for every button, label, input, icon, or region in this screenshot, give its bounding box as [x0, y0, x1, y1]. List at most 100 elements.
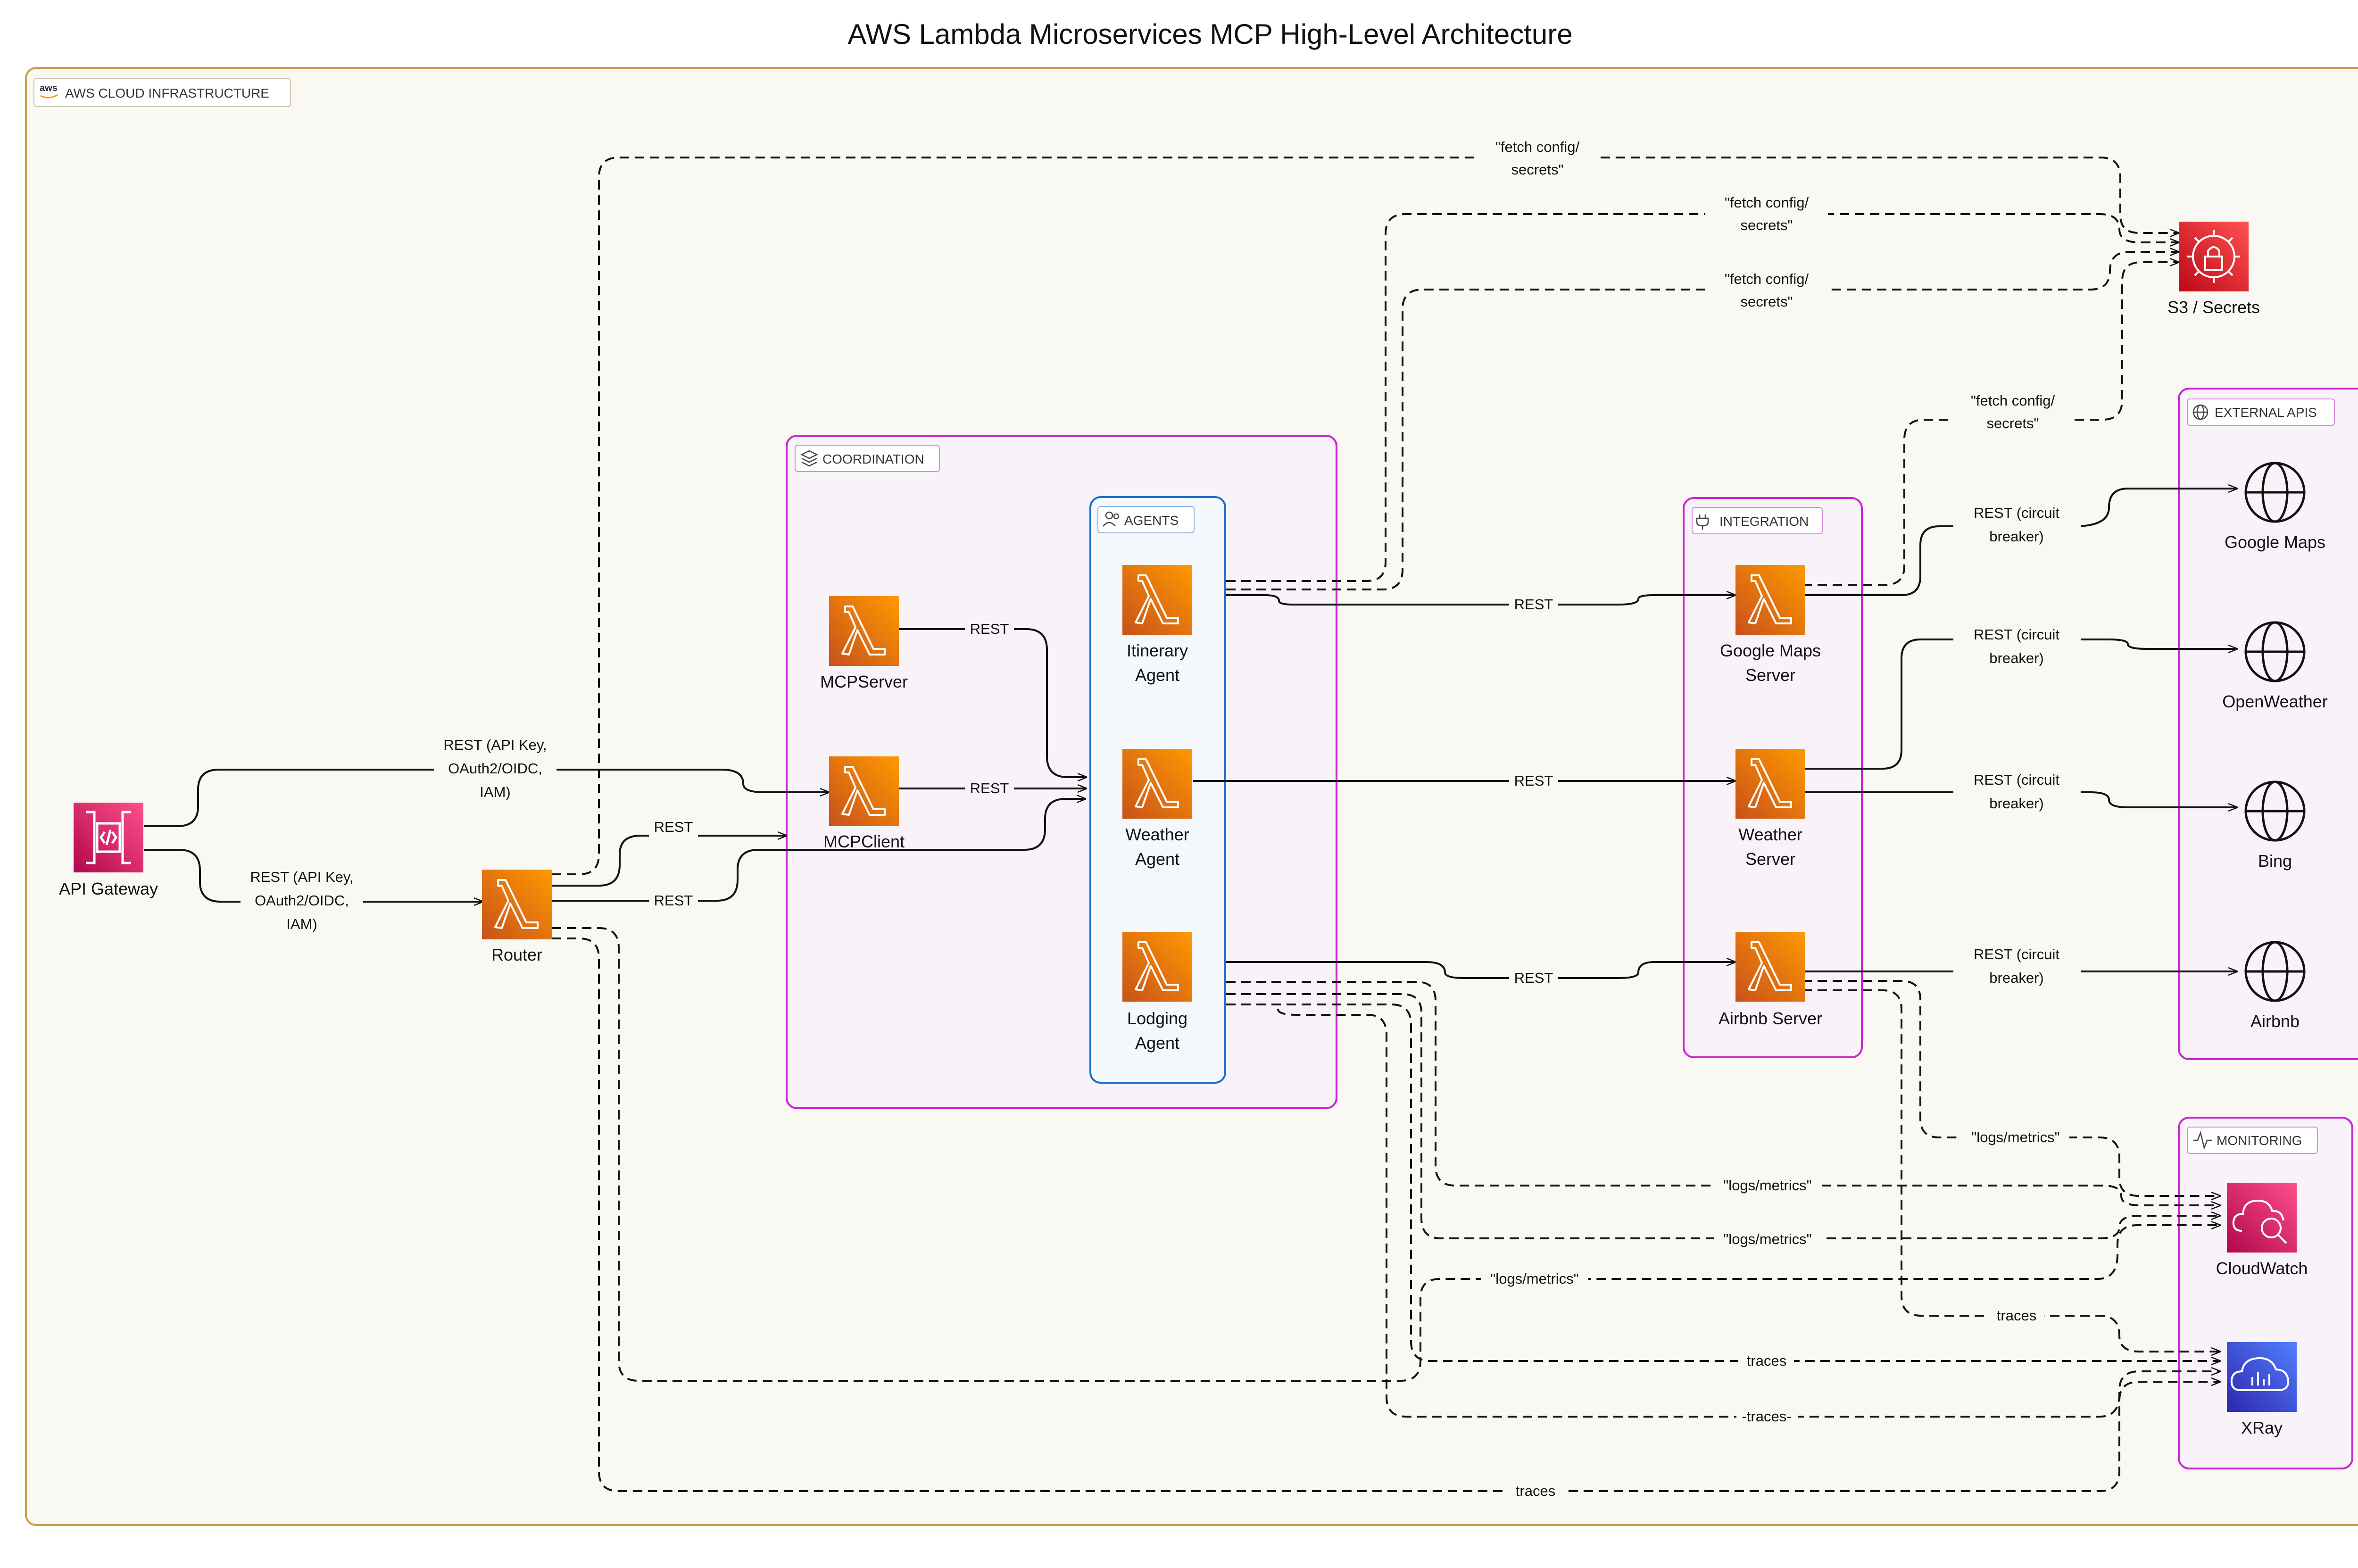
- lambda-icon: [841, 606, 886, 655]
- coordination-label: COORDINATION: [822, 452, 924, 466]
- xray-label: XRay: [2241, 1418, 2283, 1437]
- xray-icon: [2230, 1357, 2290, 1391]
- svg-text:"logs/metrics": "logs/metrics": [1971, 1129, 2059, 1145]
- svg-text:"logs/metrics": "logs/metrics": [1723, 1177, 1811, 1194]
- api-gateway-node[interactable]: API Gateway: [59, 803, 158, 898]
- s3-secrets-node[interactable]: S3 / Secrets: [2167, 222, 2260, 317]
- edge-gmaps-server-to-secrets: [1802, 262, 2179, 586]
- api-gateway-label: API Gateway: [59, 879, 158, 898]
- edge-router-to-xray: [552, 937, 2220, 1492]
- svg-text:REST: REST: [654, 819, 693, 835]
- edge-router-to-weather-agent: [552, 799, 1086, 902]
- secrets-manager-icon: [2187, 230, 2240, 283]
- openweather-node[interactable]: OpenWeather: [2222, 621, 2328, 711]
- globe-icon: [2244, 941, 2306, 1002]
- plug-icon: [1696, 514, 1709, 530]
- svg-text:traces: traces: [1516, 1483, 1555, 1499]
- label-traces-1: traces: [1988, 1306, 2044, 1325]
- svg-text:"fetch config/secrets": "fetch config/secrets": [1971, 392, 2055, 431]
- lambda-icon: [1135, 574, 1179, 624]
- edge-gateway-to-mcpclient: [144, 769, 829, 827]
- edge-lodging-to-xray-2: [1277, 1009, 2220, 1418]
- airbnb-server-node[interactable]: Airbnb Server: [1719, 932, 1822, 1028]
- label-rest-auth-2: REST (API Key,OAuth2/OIDC,IAM): [241, 864, 363, 935]
- svg-text:aws: aws: [40, 83, 58, 93]
- agents-label: AGENTS: [1124, 513, 1179, 528]
- dashed-connectors: [552, 157, 2220, 1492]
- aws-logo-icon: aws: [40, 83, 58, 99]
- globe-icon: [2192, 404, 2209, 420]
- svg-text:"fetch config/secrets": "fetch config/secrets": [1495, 139, 1580, 178]
- label-logs-metrics-2: "logs/metrics": [1714, 1175, 1821, 1196]
- svg-text:"logs/metrics": "logs/metrics": [1490, 1270, 1578, 1287]
- external-apis-group: EXTERNAL APIS: [2178, 388, 2358, 1060]
- label-fetch-config-1: "fetch config/secrets": [1476, 137, 1599, 186]
- edge-itinerary-to-secrets-1: [1226, 213, 2179, 582]
- svg-text:"logs/metrics": "logs/metrics": [1723, 1231, 1811, 1247]
- airbnb-node[interactable]: Airbnb: [2244, 941, 2306, 1031]
- label-rest-router-weather: REST: [649, 891, 698, 910]
- svg-text:REST: REST: [970, 621, 1009, 637]
- edge-gateway-to-router: [144, 849, 483, 902]
- monitoring-label: MONITORING: [2217, 1133, 2302, 1148]
- mcp-client-node[interactable]: MCPClient: [823, 756, 905, 851]
- svg-text:REST (API Key,OAuth2/OIDC,IAM): REST (API Key,OAuth2/OIDC,IAM): [250, 869, 353, 932]
- google-maps-node[interactable]: Google Maps: [2225, 462, 2325, 552]
- airbnb-label: Airbnb: [2250, 1012, 2300, 1031]
- lambda-icon: [1135, 941, 1179, 991]
- edge-router-to-cloudwatch: [552, 927, 2220, 1382]
- label-rest-weather: REST: [1509, 772, 1558, 790]
- label-traces-4: traces: [1508, 1482, 1564, 1501]
- cloudwatch-node[interactable]: CloudWatch: [2216, 1183, 2308, 1278]
- mcp-server-node[interactable]: MCPServer: [820, 596, 908, 691]
- globe-icon: [2244, 462, 2306, 523]
- bing-node[interactable]: Bing: [2244, 780, 2306, 871]
- svg-text:traces: traces: [1747, 1352, 1786, 1369]
- diagram-title: AWS Lambda Microservices MCP High-Level …: [847, 18, 1572, 50]
- monitoring-group: MONITORING: [2178, 1117, 2353, 1469]
- svg-text:REST: REST: [654, 892, 693, 909]
- edge-airbnb-server-to-xray: [1802, 989, 2220, 1352]
- edge-weather-server-to-bing: [1802, 791, 2237, 807]
- edge-router-to-secrets: [552, 157, 2179, 875]
- layers-icon: [800, 450, 818, 467]
- lambda-icon: [1748, 574, 1792, 624]
- edge-itinerary-to-gmaps-server: [1226, 595, 1735, 606]
- edge-lodging-to-xray-1: [1226, 1004, 2220, 1361]
- xray-node[interactable]: XRay: [2227, 1342, 2297, 1437]
- svg-text:-traces-: -traces-: [1742, 1408, 1791, 1425]
- svg-text:REST: REST: [1514, 970, 1553, 986]
- label-fetch-config-3: "fetch config/secrets": [1705, 269, 1828, 318]
- router-label: Router: [491, 945, 542, 964]
- mcp-server-label: MCPServer: [820, 672, 908, 691]
- aws-cloud-label: AWS CLOUD INFRASTRUCTURE: [65, 86, 269, 100]
- edge-labels: REST (API Key,OAuth2/OIDC,IAM) REST (API…: [241, 137, 2081, 1501]
- router-node[interactable]: Router: [482, 870, 552, 964]
- edge-router-to-mcpclient: [552, 836, 787, 887]
- label-fetch-config-2: "fetch config/secrets": [1705, 192, 1828, 241]
- google-maps-label: Google Maps: [2225, 532, 2325, 552]
- edge-lodging-to-cloudwatch-1: [1226, 981, 2220, 1205]
- svg-text:traces: traces: [1997, 1307, 2036, 1324]
- label-rest-mcpserver: REST: [965, 620, 1014, 639]
- edge-mcpserver-to-agents: [899, 628, 1087, 777]
- people-icon: [1103, 511, 1120, 527]
- external-apis-label: EXTERNAL APIS: [2215, 405, 2317, 420]
- airbnb-server-label: Airbnb Server: [1719, 1009, 1822, 1028]
- svg-text:REST: REST: [1514, 772, 1553, 789]
- label-rest-mcpclient: REST: [965, 779, 1014, 798]
- activity-icon: [2193, 1130, 2212, 1150]
- label-traces-3: -traces-: [1736, 1407, 1798, 1426]
- svg-text:REST (API Key,OAuth2/OIDC,IAM): REST (API Key,OAuth2/OIDC,IAM): [443, 737, 547, 800]
